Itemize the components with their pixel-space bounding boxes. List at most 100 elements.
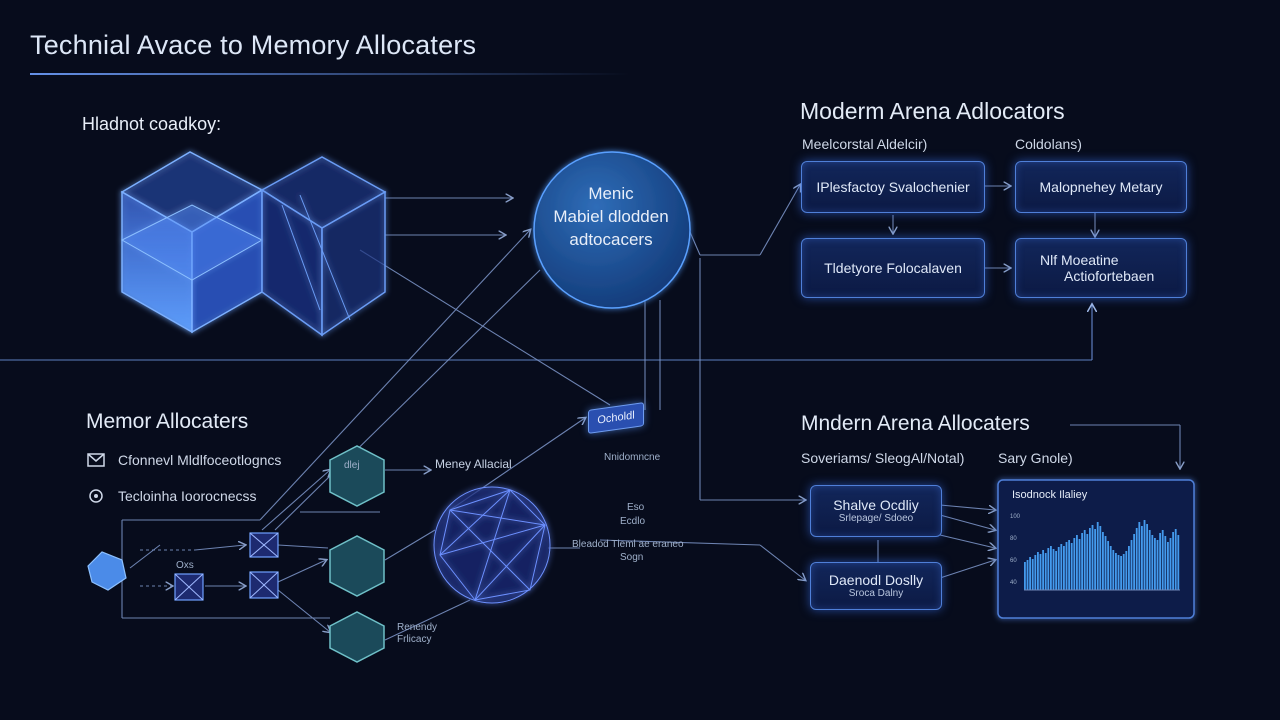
bottom-label-2: Frlicacy xyxy=(397,634,432,645)
chart-bar xyxy=(1174,529,1177,590)
chart-bar xyxy=(1073,538,1076,590)
chart-bar xyxy=(1167,542,1169,590)
left-bottom-header: Memor Allocaters xyxy=(86,410,249,433)
right-bottom-sub-right: Sary Gnole) xyxy=(998,450,1073,466)
chart-bar xyxy=(1089,528,1091,590)
chart-bar xyxy=(1151,535,1154,590)
circle-label: Menic Mabiel dlodden adtocacers xyxy=(553,184,669,249)
bottom-label: Renendy xyxy=(397,622,438,633)
chart-bar xyxy=(1060,544,1063,590)
box-tldetyore[interactable]: Tldetyore Folocalaven xyxy=(801,238,985,298)
chart-bar xyxy=(1039,554,1042,590)
connector-lines xyxy=(121,185,1180,641)
note-4: Sogn xyxy=(620,552,644,563)
chart-bar xyxy=(1154,538,1156,590)
chart-bar xyxy=(1099,526,1102,590)
chart-bar xyxy=(1172,532,1175,590)
chart-bar xyxy=(1104,536,1107,590)
chart-bar xyxy=(1148,530,1151,590)
gear-icon xyxy=(89,489,103,503)
chart-bar xyxy=(1115,553,1117,590)
right-top-sub-left: Meelcorstal Aldelcir) xyxy=(802,136,928,152)
chart-bar xyxy=(1050,546,1052,590)
chart-title: Isodnock Ilaliey xyxy=(1012,489,1088,501)
chart-bar xyxy=(1057,547,1060,590)
chart-bar xyxy=(1135,528,1138,590)
chart-bar xyxy=(1164,536,1167,590)
chart-bar xyxy=(1052,549,1055,590)
box-malopnehey[interactable]: Malopnehey Metary xyxy=(1015,161,1187,213)
chart-bar xyxy=(1141,526,1143,590)
chart-bar xyxy=(1086,534,1089,590)
chart-bar xyxy=(1146,524,1149,590)
chart-bar xyxy=(1133,534,1136,590)
chart-bar xyxy=(1044,553,1047,590)
chart-bar xyxy=(1120,556,1123,590)
cube-illustration xyxy=(120,151,387,337)
chart-bar xyxy=(1083,530,1086,590)
box-shalve[interactable]: Shalve Ocdliy Srlepage/ Sdoeo xyxy=(810,485,942,537)
chart-bar xyxy=(1065,542,1068,590)
right-top-header: Moderm Arena Adlocators xyxy=(800,98,1065,124)
chart-bar xyxy=(1078,539,1081,590)
box-daenodl[interactable]: Daenodl Doslly Sroca Dalny xyxy=(810,562,942,610)
chart-bar xyxy=(1143,520,1146,590)
chart-bar xyxy=(1055,551,1058,590)
chart-bar xyxy=(1169,538,1172,590)
chart-bar xyxy=(1161,530,1164,590)
title-underline xyxy=(30,73,630,75)
output-sub: Nnidomncne xyxy=(604,452,661,463)
box-moeatine[interactable]: Nlf Moeatine Actiofortebaen xyxy=(1015,238,1187,298)
chart-bar xyxy=(1156,540,1159,590)
chart-bar xyxy=(1024,562,1026,590)
chart-bar xyxy=(1122,554,1125,590)
note-3: Bleadod Tleml ae eraneo xyxy=(572,539,684,550)
right-bottom-sub-left: Soveriams/ SleogAl/Notal) xyxy=(801,450,965,466)
chart-bar xyxy=(1047,548,1050,590)
left-header: Hladnot coadkoy: xyxy=(82,114,222,134)
note-1: Eso xyxy=(627,502,645,513)
chart-bar xyxy=(1117,555,1120,590)
chart-bar xyxy=(1037,552,1039,590)
chart-bar xyxy=(1128,546,1130,590)
chart-bar xyxy=(1109,546,1112,590)
memory-allocator-circle xyxy=(533,151,691,309)
chart-bar xyxy=(1130,540,1133,590)
chart-bars xyxy=(1024,520,1180,591)
note-2: Ecdlo xyxy=(620,516,646,527)
sphere-label: Meney Allacial xyxy=(435,457,512,471)
chart-bar xyxy=(1125,551,1128,590)
hex-cube-icons xyxy=(329,445,385,663)
chart-bar xyxy=(1042,550,1045,590)
small-label: Oxs xyxy=(176,560,194,571)
list-item-2: Tecloinha Ioorocnecss xyxy=(118,488,257,504)
chart-bar xyxy=(1068,540,1071,590)
chart-bar xyxy=(1159,533,1162,590)
chart-bar xyxy=(1081,533,1084,590)
page-title: Technial Avace to Memory Allocaters xyxy=(30,30,477,60)
chart-bar xyxy=(1107,541,1110,590)
svg-text:100: 100 xyxy=(1010,514,1021,520)
right-top-sub-right: Coldolans) xyxy=(1015,136,1082,152)
chart-bar xyxy=(1076,535,1078,590)
svg-text:60: 60 xyxy=(1010,558,1017,564)
chart-bar xyxy=(1138,522,1141,590)
svg-text:80: 80 xyxy=(1010,536,1017,542)
wireframe-sphere xyxy=(433,486,551,604)
chart-bar xyxy=(1063,546,1065,590)
chart-bar xyxy=(1102,532,1104,590)
chart-bar xyxy=(1094,529,1097,590)
mail-icon xyxy=(87,453,105,467)
chart-bar xyxy=(1070,543,1073,590)
box-plesfactoy[interactable]: IPlesfactoy Svalochenier xyxy=(801,161,985,213)
svg-text:40: 40 xyxy=(1010,580,1017,586)
chart-bar xyxy=(1029,557,1032,590)
chart-bar xyxy=(1026,560,1029,590)
list-item-1: Cfonnevl Mldlfoceotlogncs xyxy=(118,452,282,468)
node-top-label: dlej xyxy=(344,460,360,471)
chart-bar xyxy=(1091,525,1094,590)
chart-bar xyxy=(1112,550,1115,590)
chart-bar xyxy=(1096,522,1099,590)
chart-bar xyxy=(1031,559,1034,590)
